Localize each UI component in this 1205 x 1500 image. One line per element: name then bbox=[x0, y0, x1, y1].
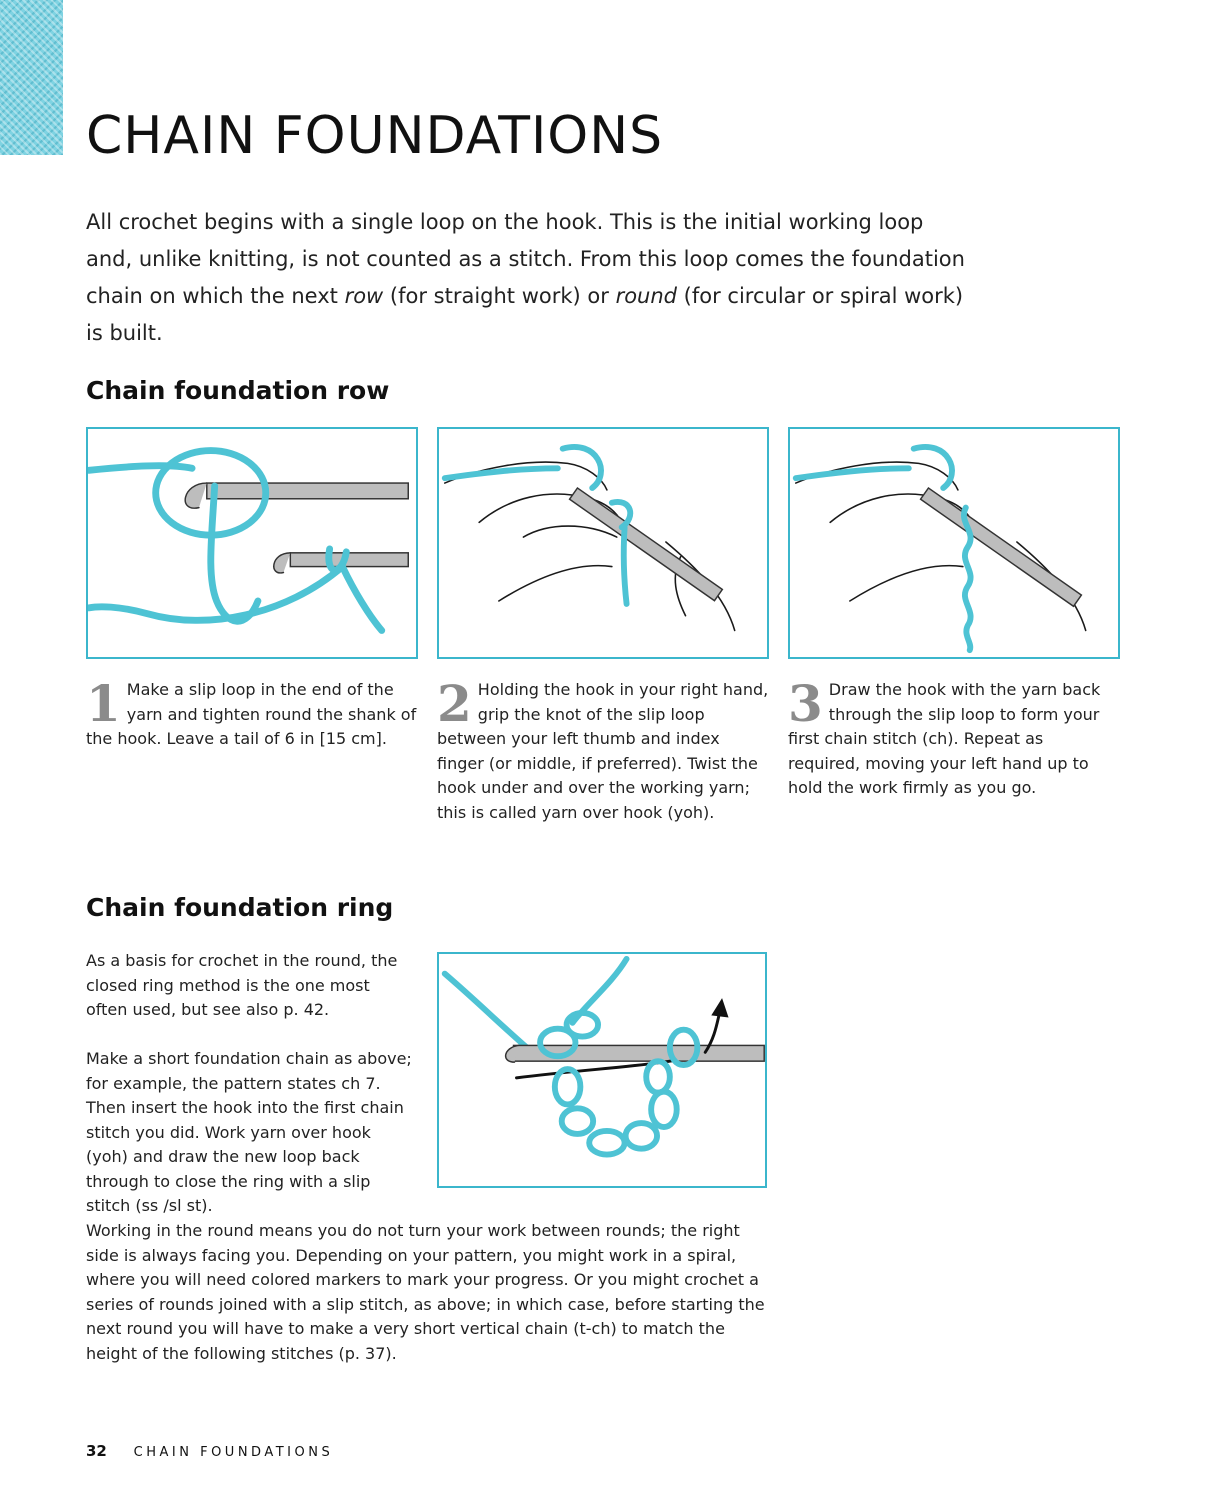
illustration-yarn-over-hook bbox=[437, 427, 769, 659]
page-title: CHAIN FOUNDATIONS bbox=[86, 106, 664, 166]
intro-emphasis-row: row bbox=[344, 284, 384, 308]
ring-paragraph-3: Working in the round means you do not tu… bbox=[86, 1221, 765, 1363]
illustration-foundation-ring bbox=[437, 952, 767, 1188]
step-3: 3 Draw the hook with the yarn back throu… bbox=[788, 678, 1120, 801]
section-heading-ring: Chain foundation ring bbox=[86, 893, 394, 922]
ring-paragraph-2: Make a short foundation chain as above; … bbox=[86, 1049, 412, 1215]
page-number: 32 bbox=[86, 1442, 107, 1460]
illustration-chain-stitch bbox=[788, 427, 1120, 659]
step-text: Make a slip loop in the end of the yarn … bbox=[86, 680, 417, 748]
yarn-over-hook-drawing bbox=[441, 444, 736, 632]
section-heading-row: Chain foundation row bbox=[86, 376, 390, 405]
slip-loop-drawing bbox=[88, 447, 409, 634]
page-footer: 32 CHAIN FOUNDATIONS bbox=[86, 1442, 333, 1460]
intro-paragraph: All crochet begins with a single loop on… bbox=[86, 204, 976, 352]
corner-yarn-swatch bbox=[0, 0, 63, 155]
step-1: 1 Make a slip loop in the end of the yar… bbox=[86, 678, 418, 752]
step-text: Holding the hook in your right hand, gri… bbox=[437, 680, 769, 822]
step-2: 2 Holding the hook in your right hand, g… bbox=[437, 678, 769, 825]
running-head: CHAIN FOUNDATIONS bbox=[133, 1445, 334, 1460]
intro-emphasis-round: round bbox=[615, 284, 677, 308]
chain-stitch-drawing bbox=[792, 444, 1087, 654]
ring-paragraph-1: As a basis for crochet in the round, the… bbox=[86, 951, 398, 1019]
intro-text: (for circular or spiral work) is built. bbox=[86, 284, 964, 345]
step-number: 2 bbox=[437, 674, 472, 733]
step-number: 3 bbox=[788, 674, 823, 733]
foundation-ring-drawing bbox=[441, 955, 765, 1158]
intro-text: (for straight work) or bbox=[383, 284, 616, 308]
step-text: Draw the hook with the yarn back through… bbox=[788, 680, 1101, 797]
step-number: 1 bbox=[86, 674, 121, 733]
illustration-slip-loop bbox=[86, 427, 418, 659]
intro-text: All crochet begins with a single loop on… bbox=[86, 210, 965, 308]
